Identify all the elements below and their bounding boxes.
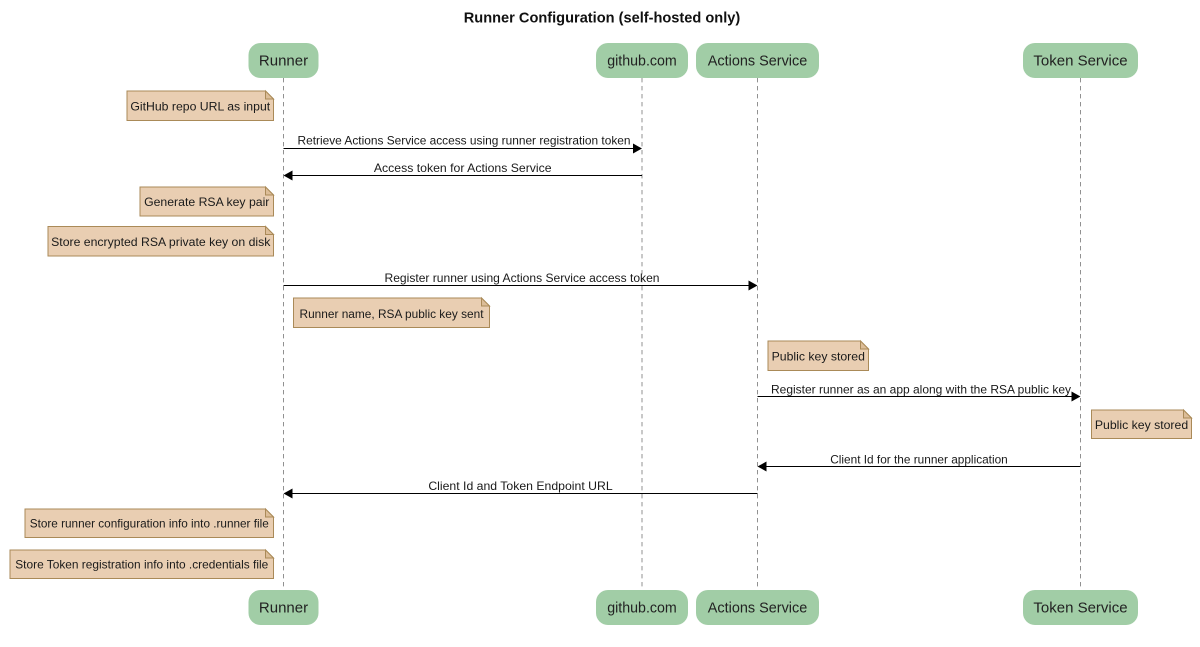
svg-text:Register runner using Actions: Register runner using Actions Service ac…: [385, 271, 660, 285]
svg-text:Retrieve Actions Service acces: Retrieve Actions Service access using ru…: [298, 134, 631, 148]
svg-text:Client Id and Token Endpoint U: Client Id and Token Endpoint URL: [428, 479, 613, 493]
svg-text:Token Service: Token Service: [1033, 600, 1127, 617]
svg-text:Store runner configuration inf: Store runner configuration info into .ru…: [30, 516, 269, 530]
svg-text:Public key stored: Public key stored: [772, 349, 865, 363]
svg-text:github.com: github.com: [607, 53, 677, 70]
svg-text:Runner: Runner: [259, 53, 308, 70]
svg-text:Register runner as an app alon: Register runner as an app along with the…: [771, 383, 1072, 397]
svg-text:github.com: github.com: [607, 600, 677, 617]
svg-text:Store encrypted RSA private ke: Store encrypted RSA private key on disk: [51, 235, 271, 249]
svg-text:Store Token registration info: Store Token registration info into .cred…: [15, 557, 268, 571]
svg-text:Generate RSA key pair: Generate RSA key pair: [144, 195, 269, 209]
svg-text:Token Service: Token Service: [1033, 53, 1127, 70]
svg-text:Public key stored: Public key stored: [1095, 418, 1188, 432]
svg-text:Runner name, RSA public key se: Runner name, RSA public key sent: [300, 307, 485, 321]
svg-text:Access token for Actions Servi: Access token for Actions Service: [374, 161, 552, 175]
svg-text:GitHub repo URL as input: GitHub repo URL as input: [130, 99, 270, 113]
svg-text:Runner: Runner: [259, 600, 308, 617]
svg-text:Actions Service: Actions Service: [708, 53, 808, 70]
svg-text:Runner Configuration (self-hos: Runner Configuration (self-hosted only): [464, 11, 741, 27]
svg-text:Client Id for the runner appli: Client Id for the runner application: [830, 453, 1008, 467]
svg-text:Actions Service: Actions Service: [708, 600, 808, 617]
